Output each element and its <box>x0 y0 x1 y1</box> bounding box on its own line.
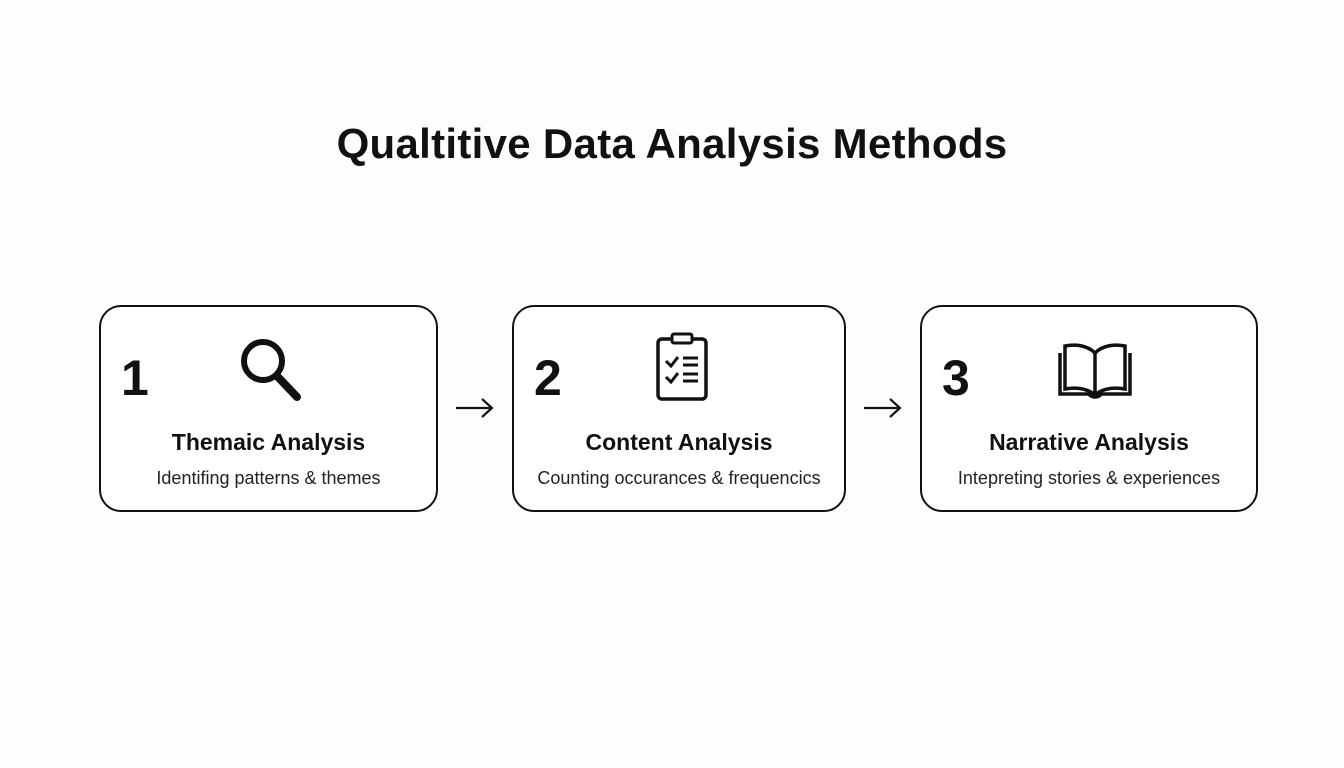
step-number: 3 <box>942 350 970 406</box>
step-heading: Themaic Analysis <box>171 429 366 455</box>
step-number: 2 <box>534 350 562 406</box>
step-description: Counting occurances & frequencics <box>537 468 821 488</box>
clipboard-checklist-icon <box>646 331 716 403</box>
magnifying-glass-icon <box>235 331 305 403</box>
step-description: Identifing patterns & themes <box>156 468 381 488</box>
diagram-title: Qualtitive Data Analysis Methods <box>336 120 1008 167</box>
step-heading: Narrative Analysis <box>989 429 1189 455</box>
step-card-content: 2 Content Analysis Counting occurances &… <box>512 305 846 512</box>
step-card-thematic: 1 Themaic Analysis Identifing patterns &… <box>99 305 438 512</box>
arrow-right-icon <box>864 398 902 418</box>
arrow-right-icon <box>456 398 494 418</box>
step-card-narrative: 3 Narrative Analysis Intepreting stories… <box>920 305 1258 512</box>
step-heading: Content Analysis <box>585 429 773 455</box>
step-description: Intepreting stories & experiences <box>957 468 1221 488</box>
open-book-icon <box>1057 331 1133 403</box>
step-number: 1 <box>121 350 149 406</box>
